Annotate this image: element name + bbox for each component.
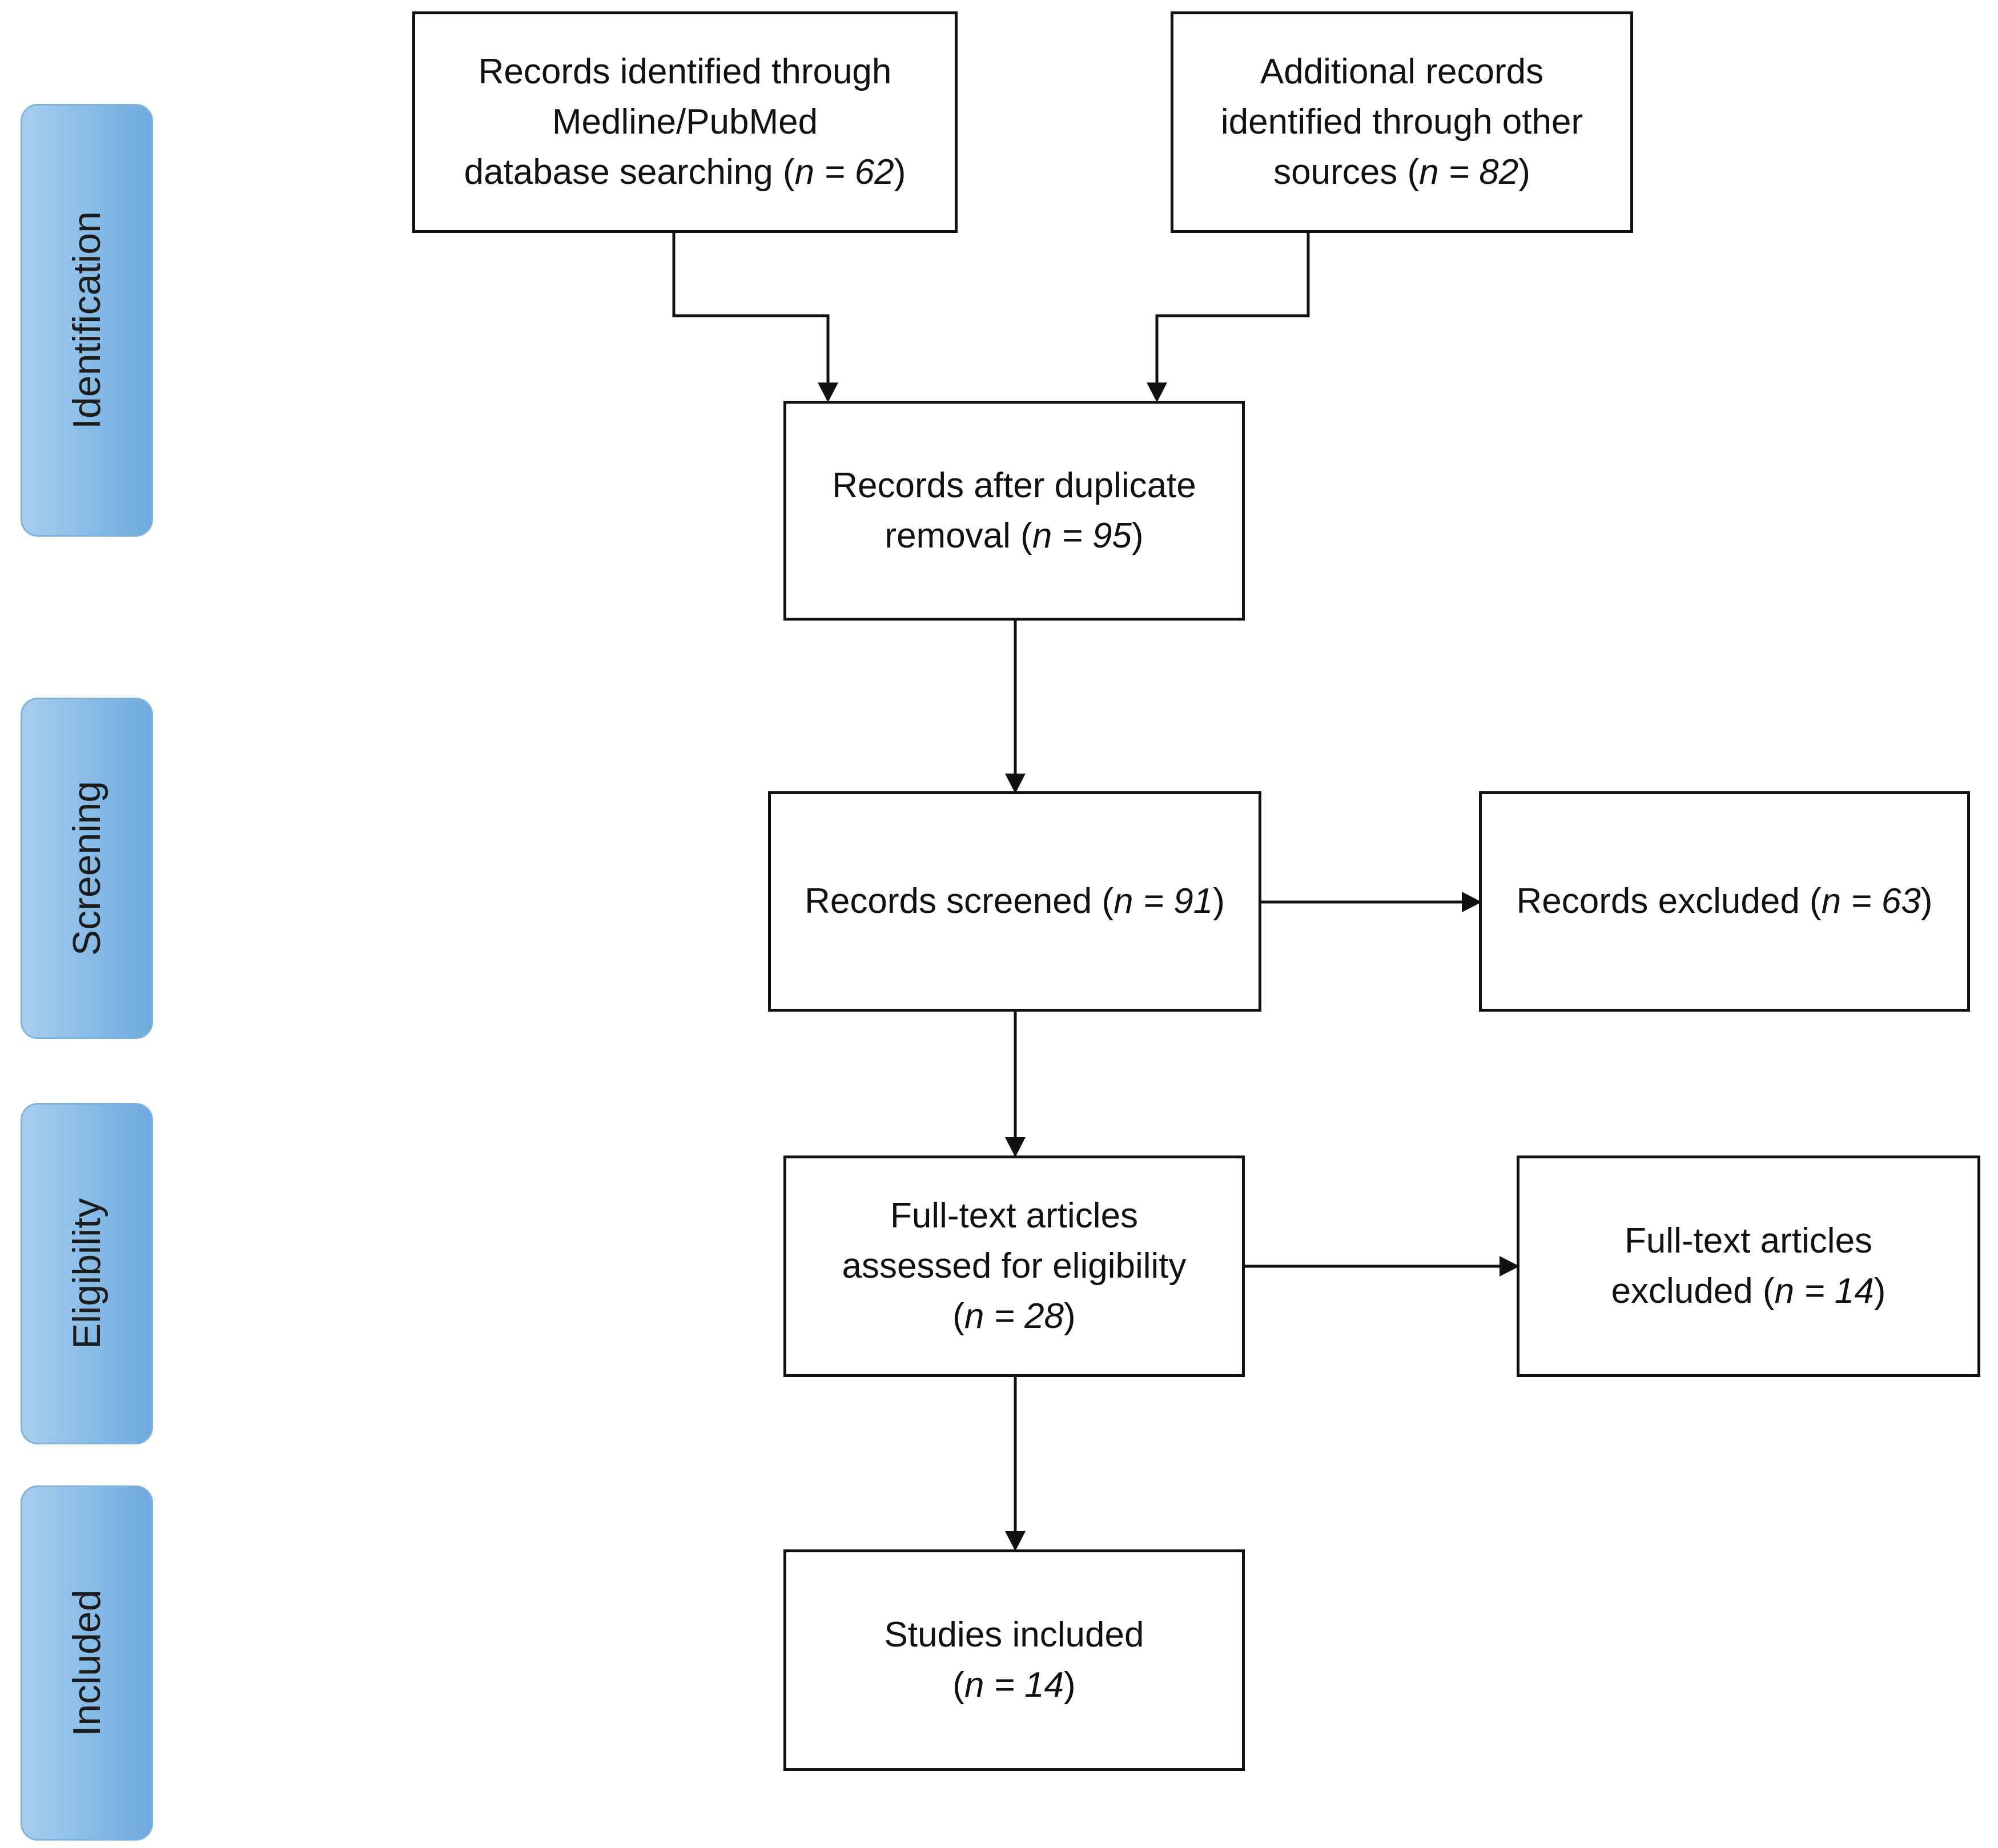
box-fulltext-excluded-line1: Full-text articles: [1624, 1221, 1873, 1261]
box-fulltext-excluded-count: n = 14: [1774, 1271, 1874, 1311]
box-records-excluded: Records excluded (n = 63): [1479, 791, 1970, 1012]
box-records-screened: Records screened (n = 91): [768, 791, 1261, 1012]
box-excluded-line1: Records excluded (n = 63): [1516, 881, 1933, 921]
box-included-line2: (n = 14): [952, 1665, 1076, 1705]
arrow-other-to-dedup: [1155, 232, 1310, 383]
box-pubmed-line2: Medline/PubMed: [552, 102, 818, 142]
box-included-line1: Studies included: [884, 1615, 1144, 1654]
box-screened-count: n = 91: [1113, 881, 1213, 921]
box-dedup-line2: removal (n = 95): [885, 516, 1144, 555]
box-other-line3: sources (n = 82): [1273, 152, 1530, 192]
box-included-count: n = 14: [964, 1665, 1064, 1705]
box-studies-included: Studies included (n = 14): [783, 1549, 1245, 1771]
box-after-duplicate-removal: Records after duplicate removal (n = 95): [783, 401, 1245, 621]
box-pubmed-count: n = 62: [794, 152, 894, 192]
box-excluded-count: n = 63: [1821, 881, 1921, 921]
box-fulltext-assessed: Full-text articles assessed for eligibil…: [783, 1155, 1245, 1377]
box-fulltext-line1: Full-text articles: [890, 1196, 1139, 1235]
stage-tab-included: Included: [21, 1485, 153, 1841]
box-other-count: n = 82: [1419, 152, 1519, 192]
box-fulltext-excluded: Full-text articles excluded (n = 14): [1517, 1155, 1980, 1377]
box-fulltext-line2: assessed for eligibility: [842, 1246, 1187, 1286]
box-fulltext-excluded-line2: excluded (n = 14): [1611, 1271, 1886, 1311]
arrow-pubmed-to-dedup: [672, 232, 830, 383]
box-fulltext-line3: (n = 28): [952, 1297, 1076, 1336]
box-dedup-count: n = 95: [1032, 516, 1132, 555]
box-pubmed-records: Records identified through Medline/PubMe…: [412, 11, 958, 233]
box-screened-line1: Records screened (n = 91): [805, 881, 1225, 921]
box-pubmed-line1: Records identified through: [478, 52, 892, 91]
stage-tab-identification: Identification: [21, 104, 153, 537]
box-pubmed-line3: database searching (n = 62): [464, 152, 906, 192]
box-other-sources: Additional records identified through ot…: [1171, 11, 1633, 233]
box-other-line1: Additional records: [1260, 52, 1544, 91]
stage-tab-screening: Screening: [21, 698, 153, 1039]
box-fulltext-count: n = 28: [964, 1297, 1064, 1336]
stage-tab-eligibility: Eligibility: [21, 1103, 153, 1444]
box-dedup-line1: Records after duplicate: [832, 465, 1196, 505]
box-other-line2: identified through other: [1220, 102, 1583, 142]
